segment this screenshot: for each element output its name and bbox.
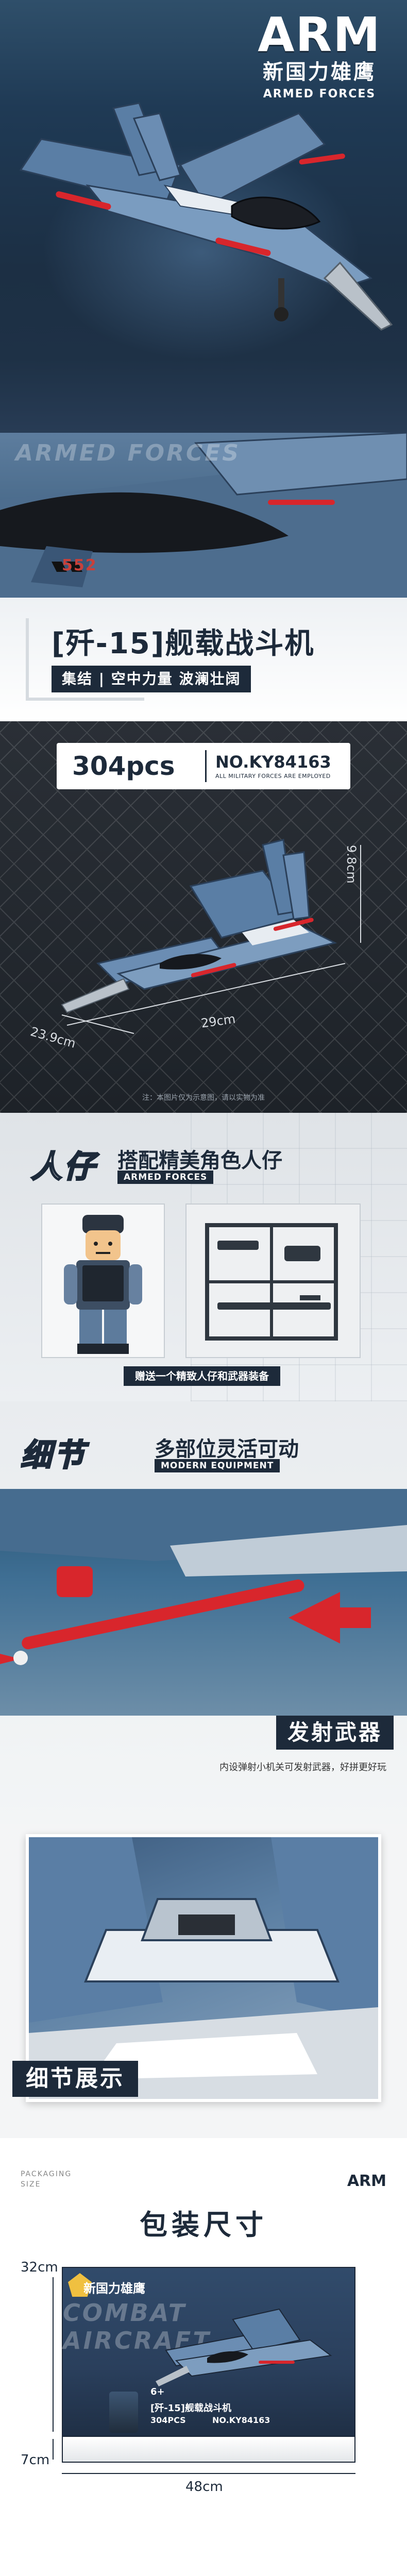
packaging-label: PACKAGING SIZE bbox=[21, 2169, 72, 2190]
slogan-badge: 集结 | 空中力量 波澜壮阔 bbox=[52, 666, 251, 692]
weapon-note: 内设弹射小机关可发射武器，好拼更好玩 bbox=[219, 1762, 386, 1773]
brand-cn-text: 新国力雄鹰 bbox=[263, 60, 376, 84]
display-section: 细节展示 bbox=[0, 1824, 407, 2138]
dimension-height: 9.8cm bbox=[344, 845, 359, 884]
packaging-label-line1: PACKAGING bbox=[21, 2170, 72, 2178]
figure-sub: ARMED FORCES bbox=[117, 1171, 214, 1184]
box-model: NO.KY84163 bbox=[212, 2415, 270, 2425]
model-title: [歼-15]舰载战斗机 bbox=[52, 627, 315, 660]
weapon-sprue-image bbox=[205, 1223, 338, 1341]
box-side bbox=[62, 2437, 355, 2463]
hull-number: 552 bbox=[62, 556, 97, 574]
figure-title: 搭配精美角色人仔 bbox=[117, 1149, 282, 1173]
spec-bar bbox=[57, 743, 350, 789]
height-line bbox=[53, 2277, 54, 2432]
figure-section: 人仔 搭配精美角色人仔 ARMED FORCES bbox=[0, 1113, 407, 1401]
packaging-title: 包装尺寸 bbox=[140, 2209, 267, 2241]
brand-logo: ARM 新国力雄鹰 ARMED FORCES bbox=[258, 7, 381, 101]
display-tag: 细节展示 bbox=[12, 2061, 138, 2097]
weapon-tag: 发射武器 bbox=[276, 1716, 394, 1750]
detail-title: 多部位灵活可动 bbox=[155, 1437, 299, 1461]
box-pieces: 304PCS bbox=[150, 2415, 186, 2425]
minifigure-image bbox=[64, 1215, 142, 1354]
product-detail-page: ARM 新国力雄鹰 ARMED FORCES ARMED FORCES 552 … bbox=[0, 0, 407, 2513]
box-brand: 新国力雄鹰 bbox=[83, 2281, 145, 2296]
display-photo-image bbox=[29, 1837, 378, 2099]
box-name: [歼-15]舰载战斗机 bbox=[150, 2403, 231, 2414]
box-jet-image bbox=[156, 2308, 332, 2386]
box-depth: 7cm bbox=[21, 2452, 50, 2468]
depth-line bbox=[53, 2439, 54, 2460]
weapon-photo bbox=[0, 1489, 407, 1716]
box-width: 48cm bbox=[185, 2479, 223, 2495]
hero-section: ARM 新国力雄鹰 ARMED FORCES ARMED FORCES 552 bbox=[0, 0, 407, 598]
brand-arm-text: ARM bbox=[258, 7, 381, 62]
title-frame-decor bbox=[26, 618, 144, 701]
box-front: 新国力雄鹰 COMBAT AIRCRAFT 6+ [歼-15]舰载战斗机 304… bbox=[62, 2267, 355, 2437]
figure-caption: 赠送一个精致人仔和武器装备 bbox=[124, 1366, 280, 1386]
spec-section: 304pcs NO.KY84163 ALL MILITARY FORCES AR… bbox=[0, 721, 407, 1113]
title-panel bbox=[0, 598, 407, 721]
packaging-section: PACKAGING SIZE ARM 包装尺寸 新国力雄鹰 COMBAT AIR… bbox=[0, 2138, 407, 2513]
weapon-sprue-card bbox=[185, 1204, 361, 1358]
hero-jet-image bbox=[19, 102, 393, 331]
minifigure-card bbox=[41, 1204, 165, 1358]
box-minifigure bbox=[109, 2392, 138, 2433]
spec-note: 注：本图片仅为示意图，请以实物为准 bbox=[142, 1094, 265, 1102]
title-section: [歼-15]舰载战斗机 集结 | 空中力量 波澜壮阔 bbox=[0, 598, 407, 721]
figure-tag: 人仔 bbox=[30, 1148, 97, 1186]
width-line bbox=[62, 2473, 355, 2474]
band-watermark-text: ARMED FORCES bbox=[15, 440, 241, 466]
box-age: 6+ bbox=[150, 2386, 165, 2397]
model-number: NO.KY84163 bbox=[215, 752, 331, 772]
piece-count: 304pcs bbox=[72, 751, 175, 781]
box-watermark: COMBAT AIRCRAFT bbox=[63, 2299, 211, 2354]
box-height: 32cm bbox=[21, 2260, 58, 2275]
closeup-jet-image bbox=[0, 433, 407, 598]
packaging-label-line2: SIZE bbox=[21, 2180, 41, 2189]
spec-fine-print: ALL MILITARY FORCES ARE EMPLOYED bbox=[215, 773, 331, 779]
packaging-logo: ARM bbox=[347, 2172, 386, 2190]
dimension-jet-image bbox=[61, 839, 361, 1034]
detail-sub: MODERN EQUIPMENT bbox=[155, 1459, 280, 1472]
spec-divider bbox=[205, 750, 207, 782]
brand-en-text: ARMED FORCES bbox=[263, 88, 376, 100]
detail-tag: 细节 bbox=[20, 1437, 87, 1475]
weapon-photo-image bbox=[0, 1489, 407, 1665]
closeup-band: ARMED FORCES 552 bbox=[0, 433, 407, 598]
detail-section: 细节 多部位灵活可动 MODERN EQUIPMENT 发射武器 内设弹射小机关… bbox=[0, 1401, 407, 1824]
